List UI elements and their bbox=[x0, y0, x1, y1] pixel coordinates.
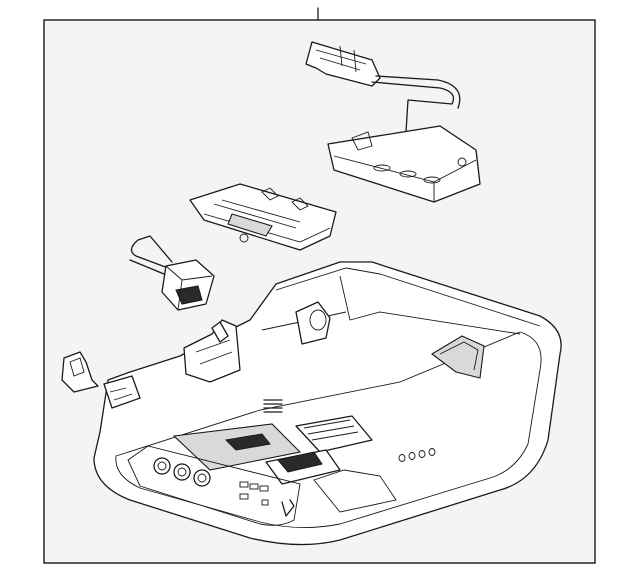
connector-bracket bbox=[305, 41, 481, 203]
sos-icon bbox=[281, 499, 295, 517]
dial-buttons bbox=[153, 457, 211, 487]
indicator-lights bbox=[398, 448, 436, 462]
retaining-clip bbox=[61, 351, 99, 393]
wire-harness-connector bbox=[129, 235, 215, 311]
overhead-console-housing bbox=[93, 261, 562, 546]
lamp-module bbox=[189, 183, 337, 251]
microphone-bracket bbox=[295, 415, 373, 453]
vent-slots bbox=[263, 399, 283, 413]
small-switches bbox=[239, 481, 269, 506]
